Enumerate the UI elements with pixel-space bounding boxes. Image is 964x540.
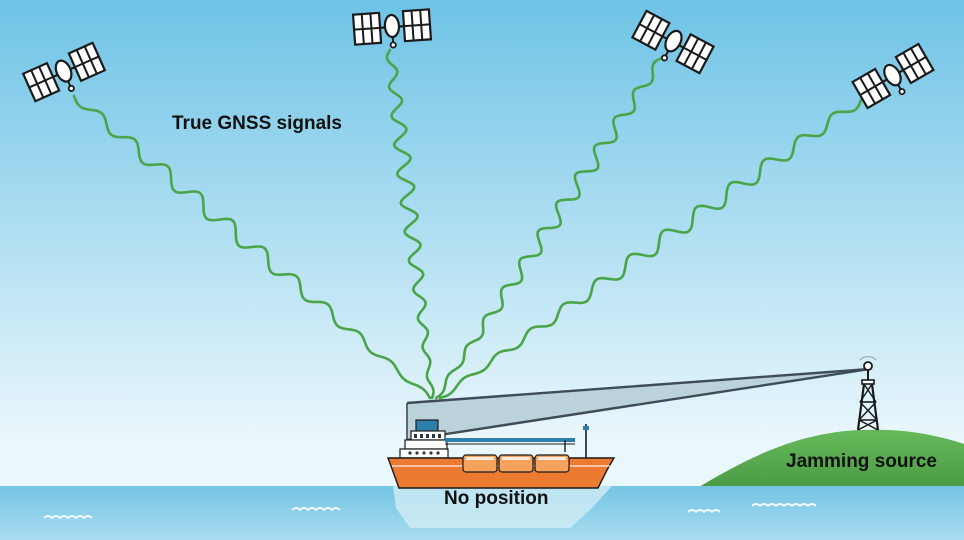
jamming-beam-edge <box>406 367 871 442</box>
jamming-source-label: Jamming source <box>786 451 937 472</box>
gnss-signal-wave <box>438 86 880 400</box>
gnss-signal-wave <box>72 94 432 400</box>
signals-label: True GNSS signals <box>172 113 342 134</box>
gnss-signal-waves <box>72 48 880 400</box>
no-position-label: No position <box>444 488 549 509</box>
jamming-beam-edge <box>406 367 871 405</box>
ship-reflection <box>393 486 612 528</box>
hill <box>694 429 964 490</box>
gnss-signal-wave <box>385 48 435 400</box>
radio-tower-icon <box>856 355 880 431</box>
gnss-signal-wave <box>434 56 664 400</box>
ship-icon <box>386 419 616 489</box>
sea-waves <box>43 503 817 520</box>
